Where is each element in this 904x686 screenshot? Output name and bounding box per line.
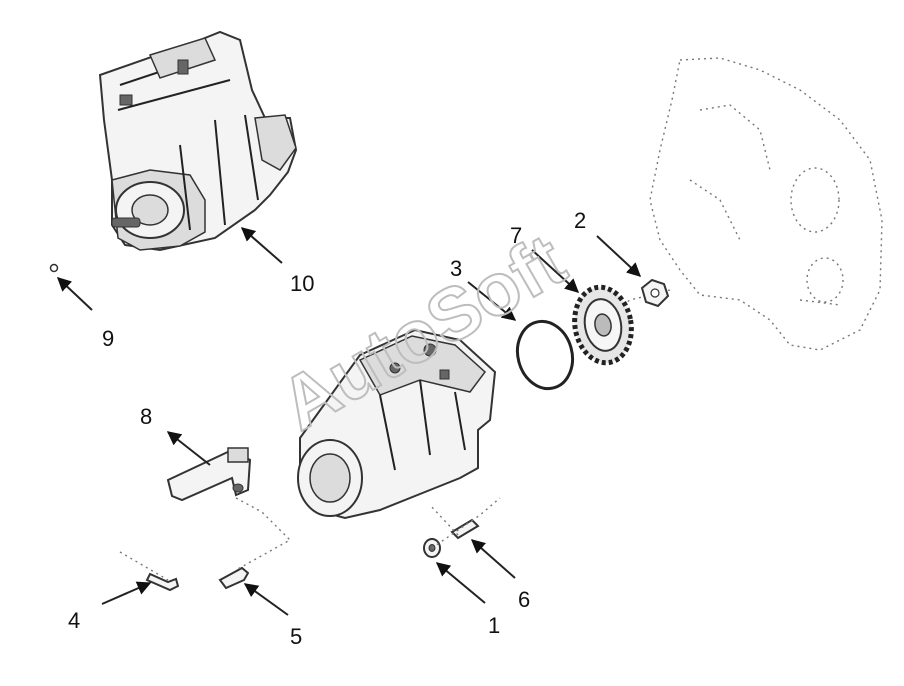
nut-part-2 — [640, 278, 670, 308]
compressor-main-body — [297, 328, 497, 520]
stud-part-6 — [450, 518, 480, 540]
callout-8: 8 — [140, 404, 152, 429]
callout-7: 7 — [510, 223, 522, 248]
callout-2: 2 — [574, 208, 586, 233]
engine-housing-outline — [599, 57, 883, 351]
callout-10: 10 — [290, 271, 314, 296]
bracket-part-8 — [166, 447, 252, 502]
air-compressor-assembly — [98, 30, 298, 252]
gear-part-7 — [572, 284, 634, 366]
bolt-part-5 — [218, 566, 250, 590]
callout-3: 3 — [450, 256, 462, 281]
callout-leaders — [56, 227, 642, 616]
bolt-part-4 — [145, 572, 180, 592]
callout-labels: 1 2 3 4 5 6 7 8 9 10 — [68, 208, 586, 649]
fitting-part-9 — [49, 263, 59, 273]
callout-4: 4 — [68, 608, 80, 633]
o-ring-part-3 — [515, 319, 575, 391]
callout-9: 9 — [102, 326, 114, 351]
alignment-lines — [119, 497, 501, 581]
callout-5: 5 — [290, 624, 302, 649]
callout-1: 1 — [488, 613, 500, 638]
callout-6: 6 — [518, 587, 530, 612]
